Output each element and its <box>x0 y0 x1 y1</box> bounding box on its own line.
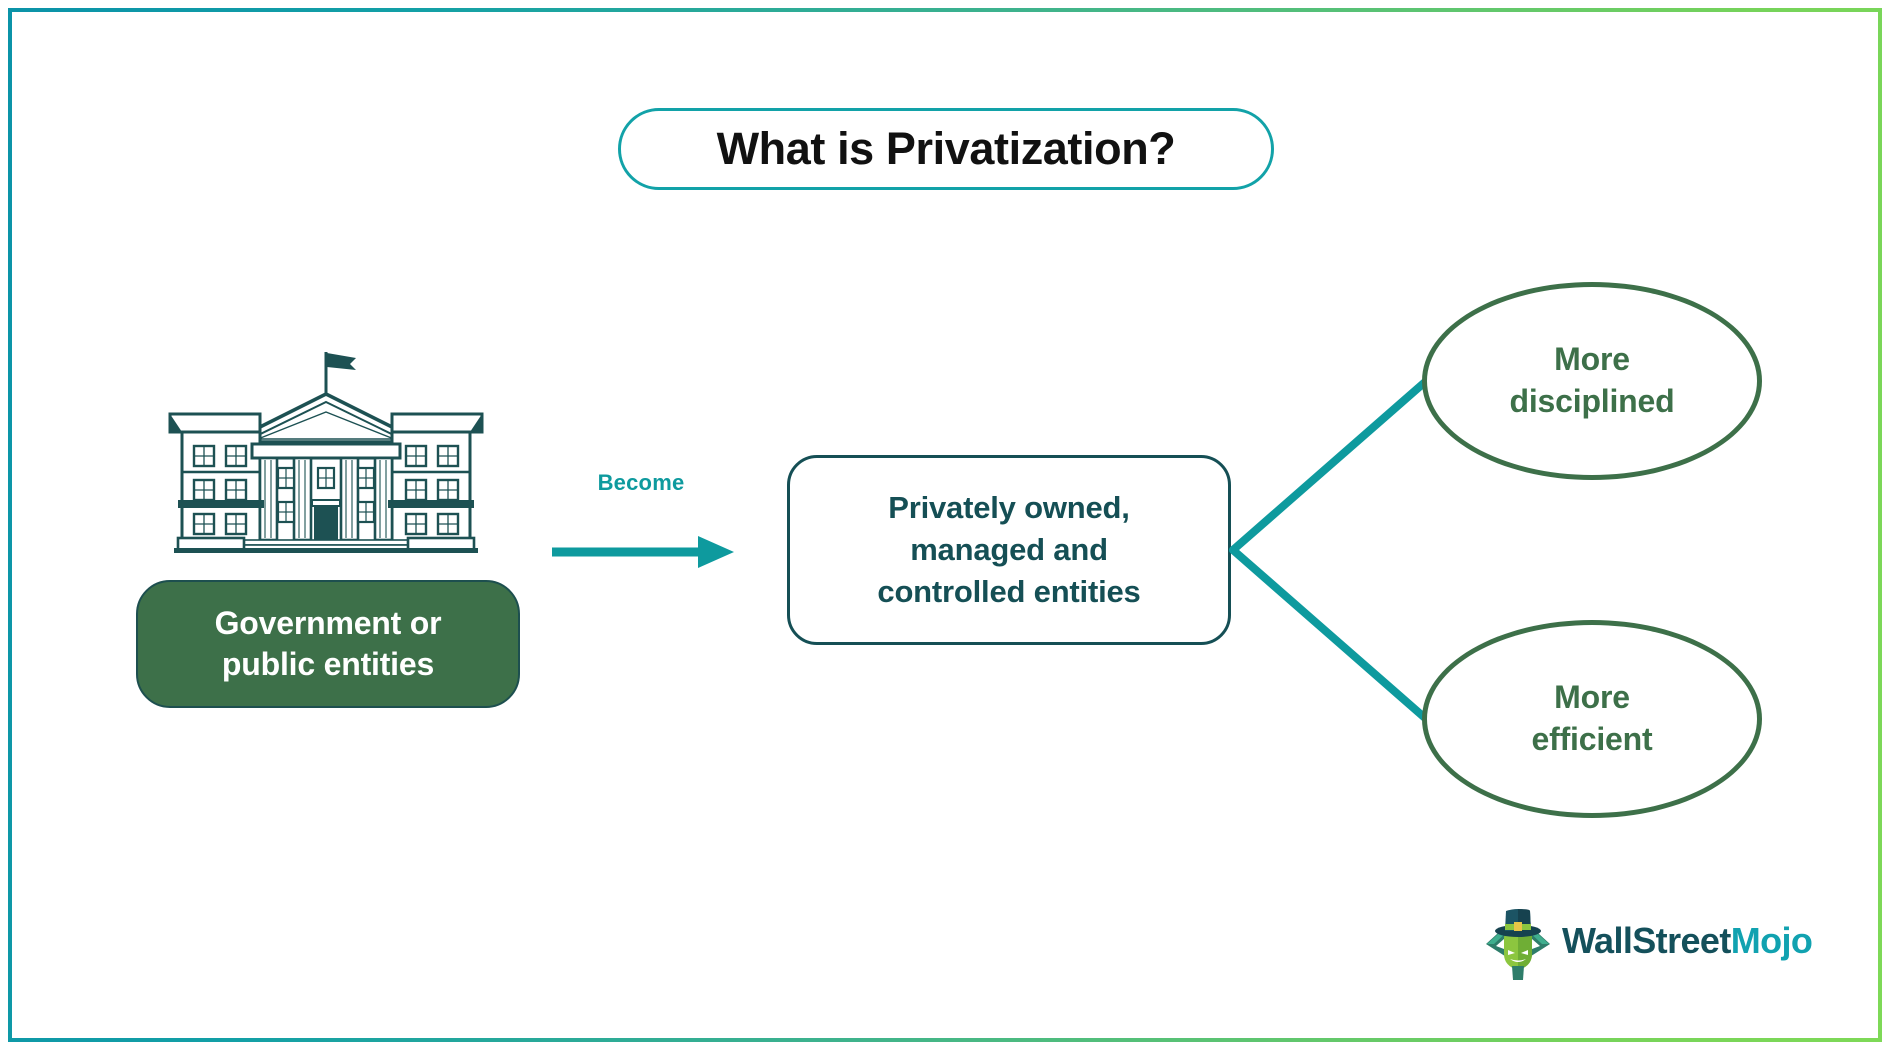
logo-word-primary: WallStreet <box>1562 920 1731 961</box>
page-title: What is Privatization? <box>716 123 1176 174</box>
government-entities-label-line2: public entities <box>221 646 435 682</box>
wallstreetmojo-wordmark: WallStreetMojo <box>1562 920 1813 962</box>
right-arrow-icon <box>548 528 738 576</box>
become-label: Become <box>597 470 685 495</box>
connector-line-top <box>1229 378 1429 554</box>
outcome-node-more-efficient: More efficient <box>1422 620 1762 818</box>
outcome-0-line2: disciplined <box>1509 383 1675 419</box>
government-entities-node: Government or public entities <box>136 580 520 708</box>
outcome-0-line1: More <box>1554 341 1630 378</box>
outcome-1-line2: efficient <box>1531 721 1653 757</box>
private-entities-label: Privately owned, managed and controlled … <box>877 487 1140 613</box>
private-entities-label-line1: Privately owned, <box>888 489 1130 525</box>
government-building-icon <box>160 340 490 555</box>
private-entities-label-line2: managed and <box>910 531 1108 567</box>
outcome-node-more-disciplined: More disciplined <box>1422 282 1762 480</box>
private-entities-label-line3: controlled entities <box>877 574 1141 610</box>
private-entities-node: Privately owned, managed and controlled … <box>787 455 1231 645</box>
branch-connectors <box>1225 330 1485 730</box>
government-entities-label: Government or public entities <box>215 603 442 685</box>
outcome-label-more-disciplined: More disciplined <box>1510 339 1675 422</box>
wallstreetmojo-logo: WallStreetMojo <box>1482 900 1813 982</box>
wallstreetmojo-mascot-icon <box>1482 902 1554 980</box>
connector-line-bottom <box>1229 546 1429 722</box>
outcome-1-line1: More <box>1554 679 1630 716</box>
government-entities-label-line1: Government or <box>214 605 442 642</box>
title-pill: What is Privatization? <box>618 108 1274 190</box>
outcome-label-more-efficient: More efficient <box>1532 677 1653 760</box>
logo-word-accent: Mojo <box>1730 920 1813 961</box>
